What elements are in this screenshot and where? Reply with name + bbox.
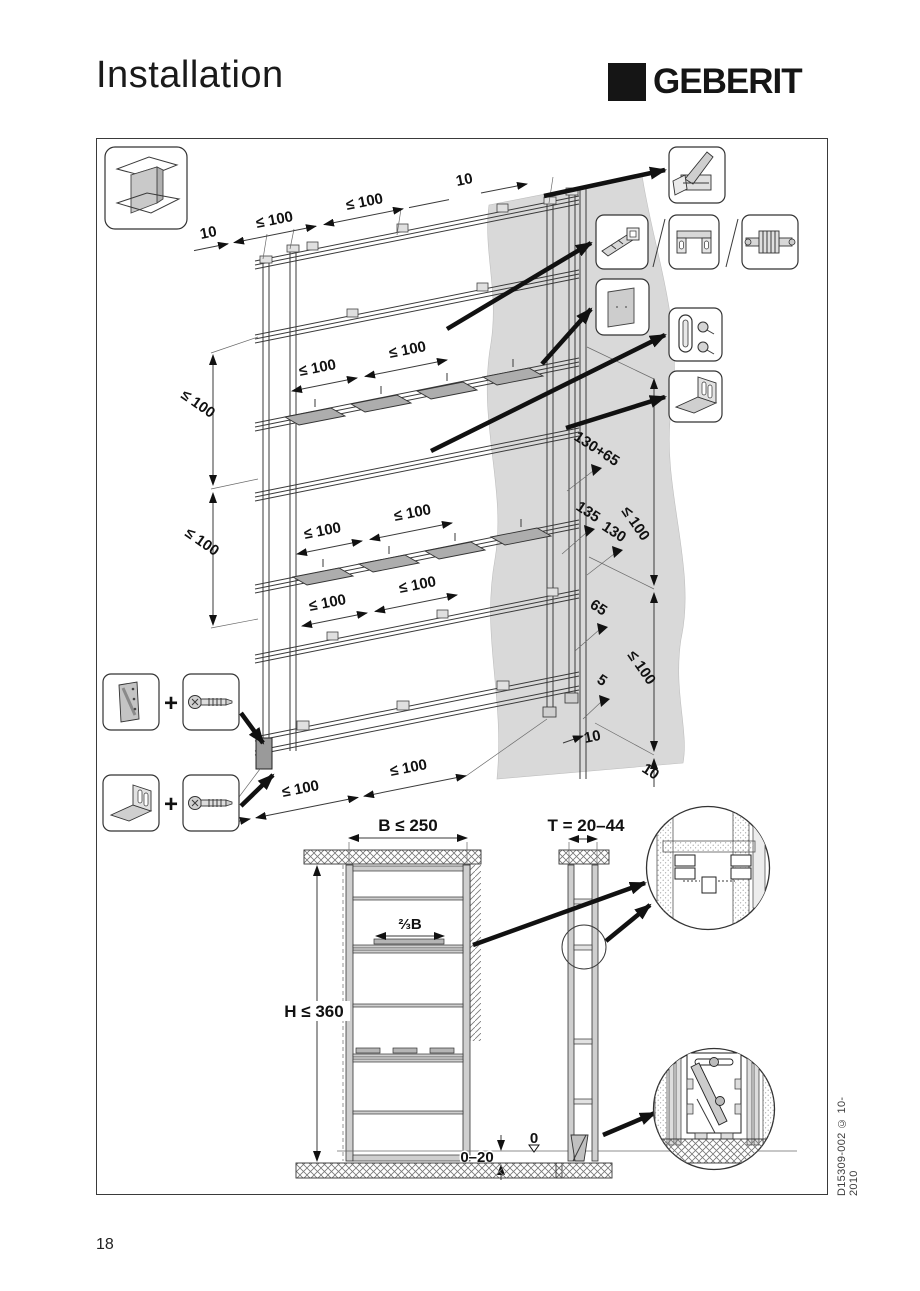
square-rail-connector-icon: [601, 227, 640, 257]
logo-wordmark: GEBERIT: [653, 62, 803, 101]
dim-rail-100: ≤ 100: [303, 519, 343, 543]
detail-circles: [472, 805, 776, 1171]
wall-bracket-callout: [102, 673, 160, 731]
crimping-tool-icon: [672, 151, 714, 196]
slotted-plate-with-screws-icon: [678, 314, 715, 355]
page-number: 18: [96, 1236, 114, 1253]
dim-top-10-right: 10: [455, 170, 475, 190]
plate-callout: [595, 278, 650, 336]
side-connectors: [573, 898, 593, 1105]
part-a-callout: [595, 214, 649, 270]
fixation-callout: [668, 307, 723, 362]
dim-65: 65: [587, 596, 610, 619]
part-b-callout: [668, 214, 720, 270]
rail-bracket-icon: [676, 230, 712, 254]
prewall-panel-icon: [115, 156, 181, 214]
dim-left-100-1: ≤ 100: [178, 386, 218, 421]
dim-rail-100: ≤ 100: [298, 356, 338, 380]
detail-circle-top: [645, 805, 771, 931]
dim-top-10-left: 10: [199, 223, 219, 243]
rail-brackets: [296, 203, 559, 731]
elevation-rails: [352, 865, 464, 1162]
dim-bottom-100: ≤ 100: [389, 756, 429, 780]
dim-level-zero: 0: [530, 1130, 538, 1147]
side-detail-circle: [561, 924, 607, 970]
plus-sign: +: [164, 690, 178, 717]
figure-frame: 10 ≤ 100 ≤ 100 10 ≤ 100 ≤ 100 ≤ 100 ≤ 10…: [96, 138, 828, 1195]
detail-circle-bottom: [652, 1047, 776, 1171]
angle-bracket-callout-2: [102, 774, 160, 832]
wall-anchor-bracket-icon: [118, 681, 140, 723]
installation-diagram: 10 ≤ 100 ≤ 100 10 ≤ 100 ≤ 100 ≤ 100 ≤ 10…: [102, 146, 799, 1180]
dim-top-100-1: ≤ 100: [255, 208, 295, 232]
geberit-logo: GEBERIT: [608, 62, 803, 102]
angle-callout: [668, 370, 723, 423]
dim-floor-gap: 0–20: [460, 1149, 493, 1166]
dim-rail-100: ≤ 100: [393, 501, 433, 525]
dim-wall-10-left: 10: [583, 727, 603, 747]
context-callout: [104, 146, 188, 230]
protection-plate-icon: [607, 287, 635, 328]
side-elevation: T = 20–44: [547, 816, 625, 1179]
mounting-plates-row2: [291, 519, 553, 586]
bolt-callout-2: [182, 774, 240, 832]
hanger-bolt-icon: [188, 695, 233, 709]
callout-boxes: +: [102, 146, 799, 832]
hanger-bolt-icon: [188, 796, 233, 810]
tool-callout: [668, 146, 726, 204]
dim-shelf-width: ⅔B: [398, 916, 422, 933]
dim-wall-10-right: 10: [639, 760, 662, 783]
dim-bottom-100: ≤ 100: [281, 777, 321, 801]
dim-side-depth: T = 20–44: [547, 816, 625, 835]
plus-sign: +: [164, 791, 178, 818]
dim-front-width: B ≤ 250: [378, 816, 437, 835]
dim-rail-100: ≤ 100: [388, 338, 428, 362]
page-title: Installation: [96, 54, 284, 96]
angle-bracket-icon: [109, 784, 153, 822]
document-number: D15309-002 © 10-2010: [836, 1096, 860, 1196]
dim-left-100-2: ≤ 100: [182, 524, 222, 559]
logo-square-icon: [608, 63, 646, 101]
bolt-callout-1: [182, 673, 240, 731]
dim-rail-100: ≤ 100: [308, 591, 348, 615]
mounting-plates-row1: [283, 359, 545, 426]
dim-top-100-2: ≤ 100: [345, 190, 385, 214]
part-c-callout: [741, 214, 799, 270]
front-elevation: B ≤ 250 ⅔B H ≤ 360 0 0–20: [280, 816, 797, 1180]
dim-front-height: H ≤ 360: [284, 1002, 343, 1021]
angle-bracket-icon: [674, 376, 718, 414]
dim-rail-100: ≤ 100: [398, 573, 438, 597]
rail-coupling-icon: [744, 230, 796, 254]
